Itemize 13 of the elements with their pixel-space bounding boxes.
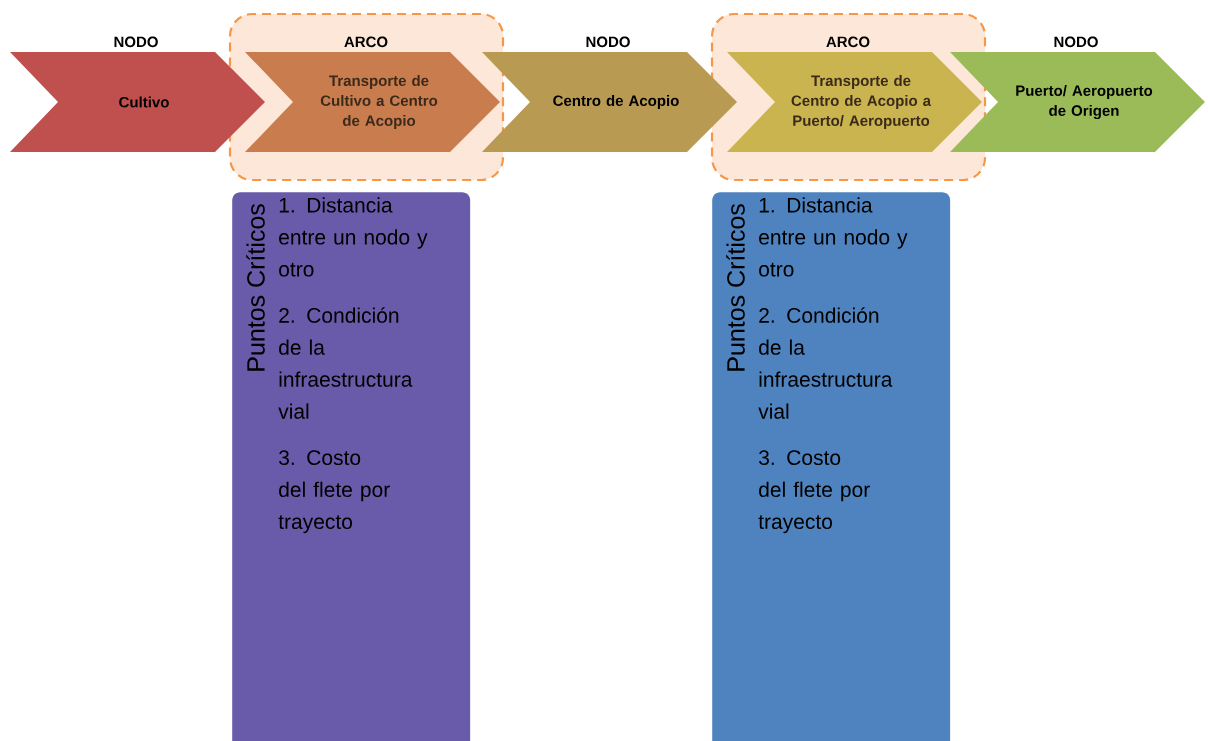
list-item: 2. Condición de la infraestructura vial bbox=[758, 307, 893, 419]
heading-label: NODO bbox=[1054, 36, 1098, 48]
heading-label: NODO bbox=[114, 36, 158, 48]
list-item: 2. Condición de la infraestructura vial bbox=[278, 307, 413, 419]
list-item: 1. Distancia entre un nodo y otro bbox=[279, 197, 428, 277]
list-item: 3. Costo del flete por trayecto bbox=[278, 450, 390, 534]
heading-label: ARCO bbox=[826, 36, 870, 48]
vertical-heading: Puntos Críticos bbox=[726, 204, 745, 371]
heading-label: ARCO bbox=[344, 36, 388, 48]
list-item: 1. Distancia entre un nodo y otro bbox=[759, 197, 908, 277]
heading-label: NODO bbox=[586, 36, 630, 48]
list-item: 3. Costo del flete por trayecto bbox=[758, 450, 870, 534]
vertical-heading: Puntos Críticos bbox=[246, 204, 265, 371]
